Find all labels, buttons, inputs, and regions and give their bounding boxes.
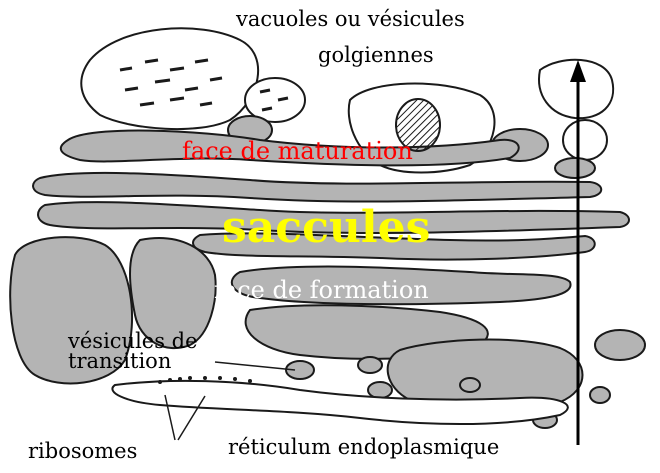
saccule-1 [59, 129, 520, 167]
vesicle-right [538, 58, 615, 120]
label-saccules: saccules [222, 202, 431, 253]
saccule-5 [230, 265, 572, 306]
er-blob-left [9, 236, 134, 385]
er-blob-small-right [594, 329, 646, 361]
budding-vesicle-3 [554, 157, 596, 179]
label-face-formation: face de formation [214, 276, 429, 304]
label-vesicules-line2: transition [68, 349, 172, 373]
vesicle-right-small [562, 119, 608, 161]
label-vesicules-line1: vésicules de [68, 329, 198, 353]
direction-arrow [570, 60, 586, 445]
label-ribosomes: ribosomes [28, 439, 138, 463]
leader-lines [164, 361, 296, 441]
transition-vesicle-1 [285, 360, 315, 380]
saccule-4 [192, 232, 596, 261]
transition-vesicle-2 [357, 356, 383, 374]
vacuole-small [244, 77, 306, 123]
er-blob-center [129, 237, 217, 350]
label-reticulum: réticulum endoplasmique [228, 435, 500, 459]
saccule-3 [37, 201, 630, 235]
label-vacuoles-line1: vacuoles ou vésicules [236, 7, 465, 31]
label-vacuoles-line2: golgiennes [318, 43, 434, 67]
saccule-2 [32, 171, 603, 203]
label-face-maturation: face de maturation [182, 137, 413, 165]
transition-vesicle-4 [459, 377, 481, 393]
ribosome-dots [158, 376, 252, 384]
transition-vesicle-6 [589, 386, 611, 404]
secretion-granule [395, 98, 441, 152]
transition-vesicle-3 [367, 381, 393, 399]
vacuole-contents [119, 58, 289, 112]
